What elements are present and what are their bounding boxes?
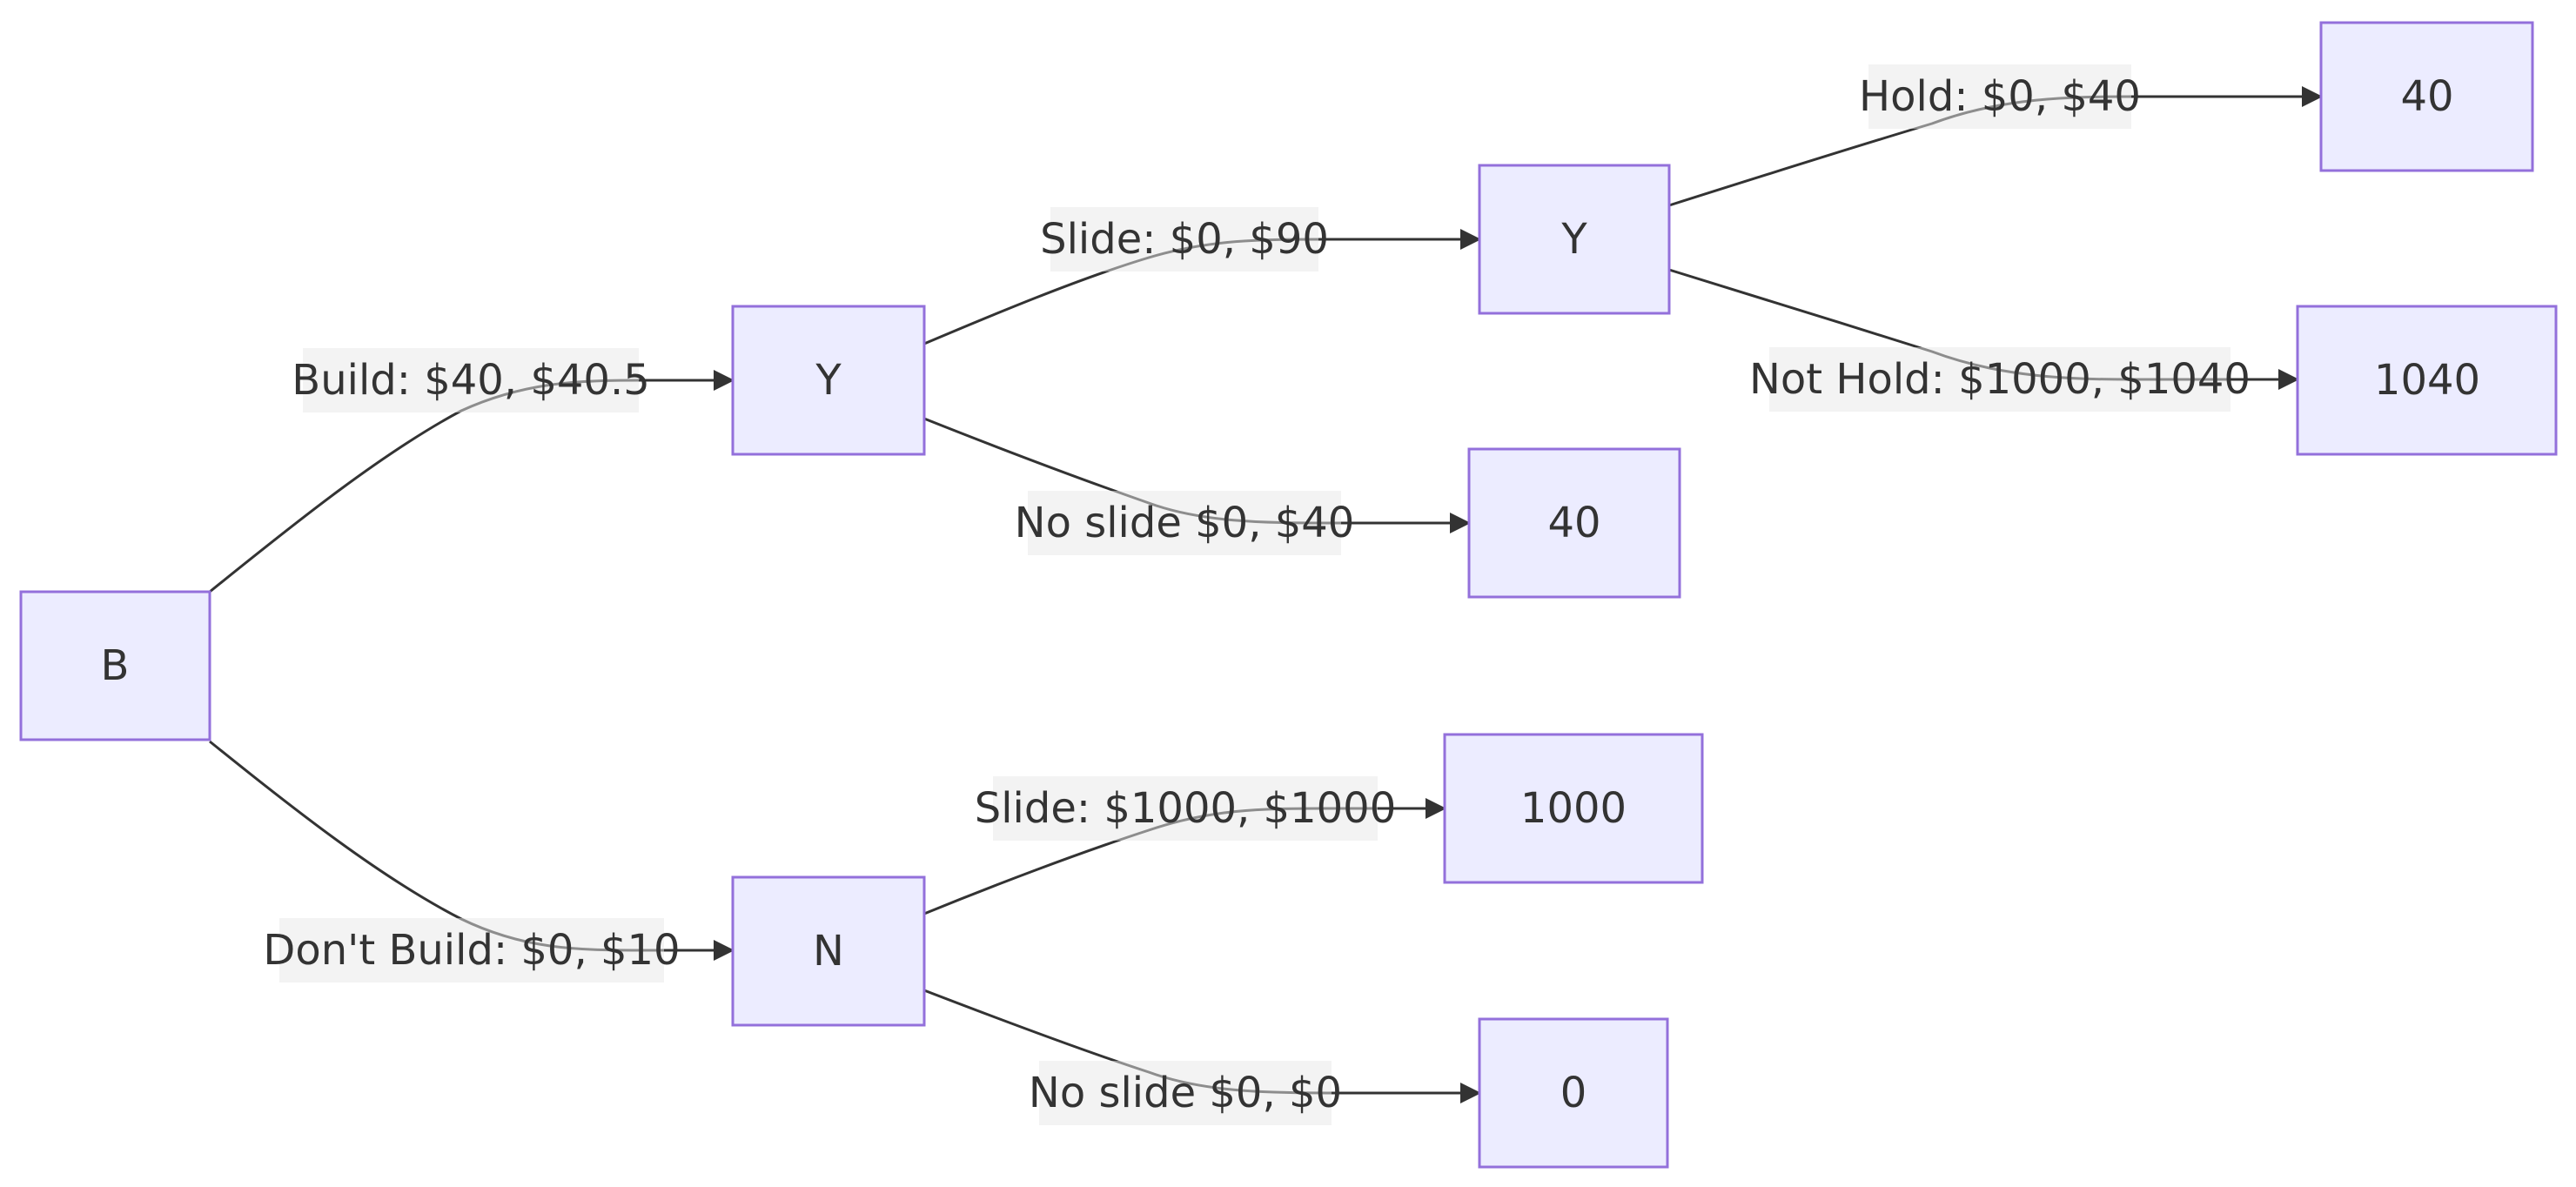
edge-label-dont-build-text: Don't Build: $0, $10: [263, 926, 680, 975]
node-leaf-not-hold-label: 1040: [2374, 356, 2480, 405]
edge-label-noslide-n: No slide $0, $0: [1029, 1061, 1342, 1125]
edge-label-slide-y-text: Slide: $0, $90: [1040, 215, 1329, 264]
node-leaf-noslide-y-label: 40: [1547, 499, 1600, 547]
edge-label-noslide-y-text: No slide $0, $40: [1015, 499, 1355, 547]
edge-label-slide-n-text: Slide: $1000, $1000: [975, 784, 1396, 833]
node-n1-label: N: [813, 927, 844, 976]
node-leaf-noslide-n-box: [1478, 1017, 1669, 1169]
edge-label-not-hold: Not Hold: $1000, $1040: [1749, 347, 2251, 412]
node-y2-box: [1478, 164, 1671, 315]
edge-label-noslide-n-bg: [1039, 1061, 1332, 1125]
edge-label-noslide-n-text: No slide $0, $0: [1029, 1069, 1342, 1117]
edge-label-build-text: Build: $40, $40.5: [292, 356, 649, 405]
node-y1-label: Y: [815, 356, 842, 405]
node-leaf-noslide-n-label: 0: [1560, 1069, 1587, 1117]
node-b-label: B: [101, 641, 130, 690]
edge-label-build-bg: [303, 348, 639, 412]
edge-label-slide-n-bg: [993, 776, 1378, 841]
nodes: B Y N Y 40 40 1040 1000: [19, 21, 2558, 1169]
edge-label-hold-bg: [1868, 64, 2131, 129]
node-y2[interactable]: Y: [1478, 164, 1671, 315]
node-leaf-slide-n-label: 1000: [1520, 784, 1627, 833]
node-n1[interactable]: N: [731, 875, 926, 1027]
node-b-box: [19, 590, 211, 741]
edge-label-hold: Hold: $0, $40: [1859, 64, 2141, 129]
node-leaf-not-hold[interactable]: 1040: [2296, 305, 2558, 456]
edge-labels: Build: $40, $40.5 Don't Build: $0, $10 S…: [263, 64, 2251, 1125]
edge-label-build: Build: $40, $40.5: [292, 348, 650, 412]
edge-label-slide-y-bg: [1050, 207, 1318, 272]
edge-label-hold-text: Hold: $0, $40: [1859, 72, 2141, 121]
node-leaf-noslide-y[interactable]: 40: [1467, 447, 1681, 599]
node-leaf-not-hold-box: [2296, 305, 2558, 456]
edge-label-not-hold-text: Not Hold: $1000, $1040: [1749, 355, 2251, 404]
node-leaf-hold-label: 40: [2400, 72, 2453, 121]
node-n1-box: [731, 875, 926, 1027]
edge-label-slide-y: Slide: $0, $90: [1040, 207, 1329, 272]
edge-label-not-hold-bg: [1769, 347, 2231, 412]
edge-label-noslide-y: No slide $0, $40: [1015, 491, 1355, 555]
edge-label-dont-build: Don't Build: $0, $10: [263, 918, 681, 982]
node-leaf-noslide-n[interactable]: 0: [1478, 1017, 1669, 1169]
node-y1-box: [731, 305, 926, 456]
node-b[interactable]: B: [19, 590, 211, 741]
node-y2-label: Y: [1560, 215, 1587, 264]
node-leaf-noslide-y-box: [1467, 447, 1681, 599]
edge-label-noslide-y-bg: [1028, 491, 1341, 555]
node-leaf-hold-box: [2319, 21, 2534, 172]
node-leaf-hold[interactable]: 40: [2319, 21, 2534, 172]
node-y1[interactable]: Y: [731, 305, 926, 456]
edge-label-dont-build-bg: [279, 918, 664, 982]
node-leaf-slide-n[interactable]: 1000: [1443, 733, 1704, 884]
node-leaf-slide-n-box: [1443, 733, 1704, 884]
edge-label-slide-n: Slide: $1000, $1000: [975, 776, 1396, 841]
